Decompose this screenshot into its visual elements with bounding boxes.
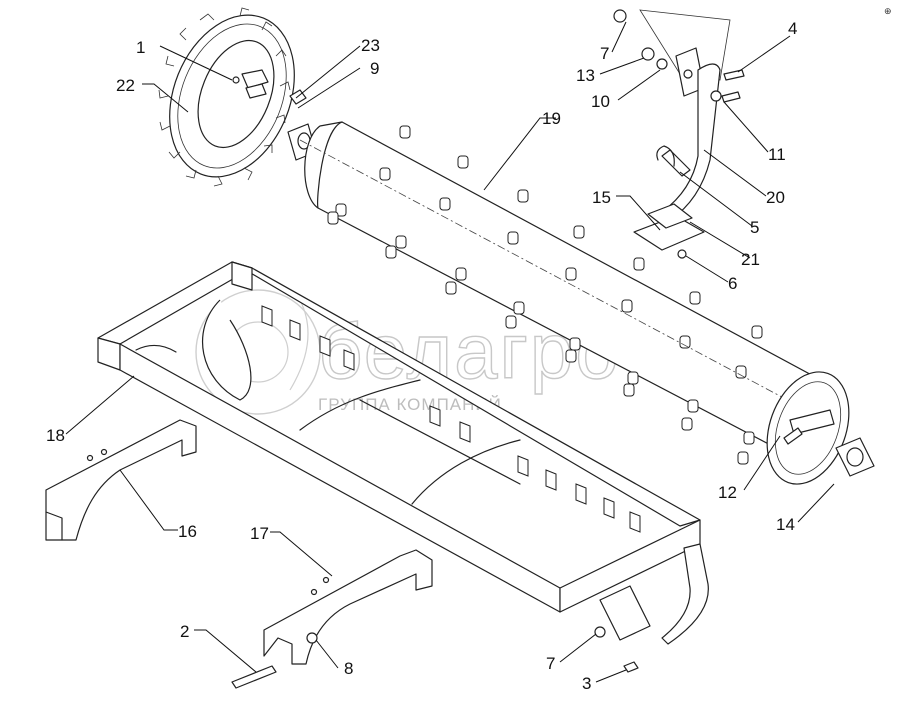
callout-10: 10 [591, 92, 610, 111]
callout-11: 11 [768, 145, 786, 164]
callout-13: 13 [576, 66, 595, 85]
callout-9: 9 [370, 59, 379, 78]
watermark-subtitle: ГРУППА КОМПАНИЙ [318, 395, 502, 414]
bracket-left [45, 419, 197, 541]
callout-5: 5 [750, 218, 759, 237]
callout-7-bottom: 7 [546, 654, 555, 673]
callout-19: 19 [542, 109, 561, 128]
fasteners [594, 626, 639, 673]
right-bearing [835, 437, 875, 477]
callout-1: 1 [136, 38, 145, 57]
leader-lines [65, 21, 835, 683]
callout-23: 23 [361, 36, 380, 55]
callout-3: 3 [582, 674, 591, 693]
callout-17: 17 [250, 524, 269, 543]
end-disk [766, 371, 850, 485]
callout-20: 20 [766, 188, 785, 207]
main-frame [97, 261, 709, 645]
end-wheel [158, 7, 307, 187]
callout-12: 12 [718, 483, 737, 502]
callout-16: 16 [178, 522, 197, 541]
corner-mark: ⊕ [884, 6, 892, 16]
callout-22: 22 [116, 76, 135, 95]
callout-4: 4 [788, 19, 797, 38]
callout-8: 8 [344, 659, 353, 678]
scraper-assembly [613, 9, 745, 259]
callout-14: 14 [776, 515, 795, 534]
callout-2: 2 [180, 622, 189, 641]
callout-21: 21 [741, 250, 760, 269]
callout-18: 18 [46, 426, 65, 445]
callout-15: 15 [592, 188, 611, 207]
callout-7-top: 7 [600, 44, 609, 63]
callout-labels: 1 22 23 9 7 13 10 4 11 20 5 21 6 15 19 1… [46, 19, 797, 693]
callout-6: 6 [728, 274, 737, 293]
bracket-right [231, 549, 433, 689]
